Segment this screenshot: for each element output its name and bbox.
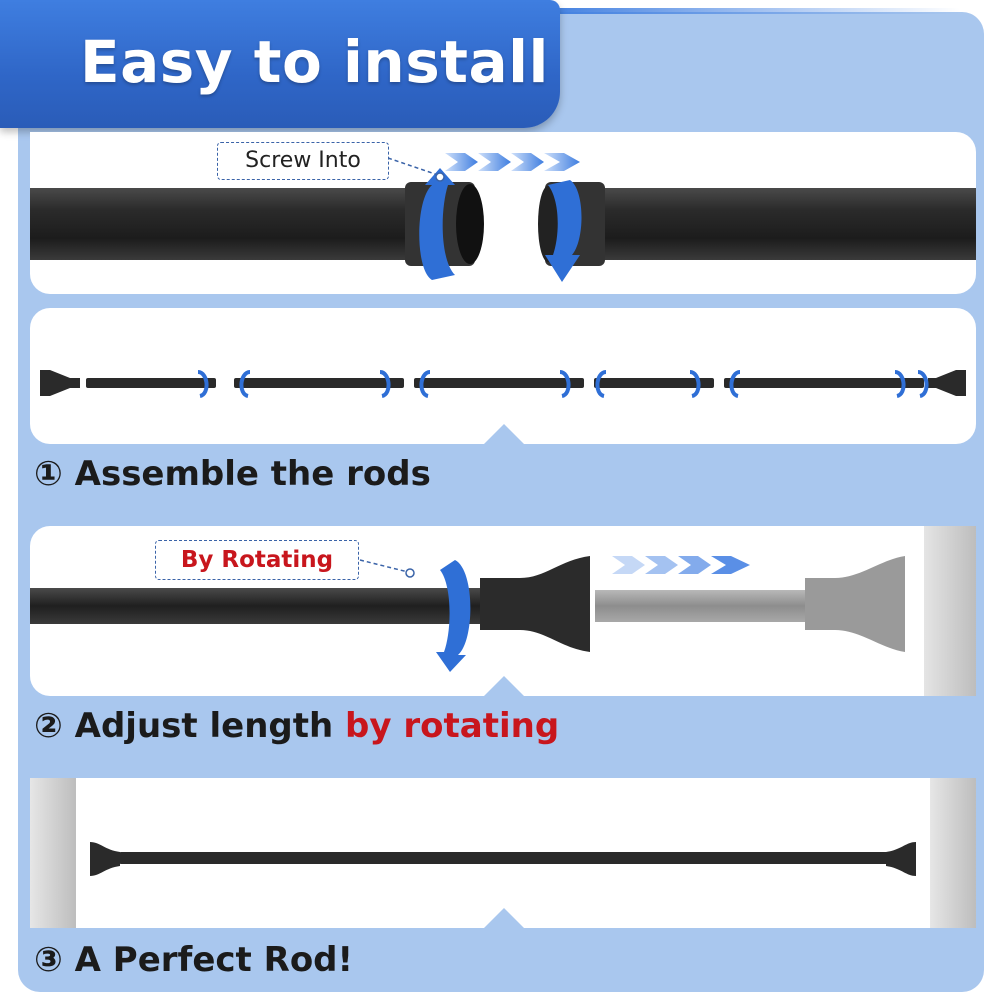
step-1-label: ① Assemble the rods [34,454,431,494]
screw-into-callout: Screw Into [217,142,389,180]
assemble-panel [30,308,976,444]
step-3-label: ③ A Perfect Rod! [34,940,353,980]
end-cap-dark [480,556,590,652]
direction-chevrons-icon [445,153,580,171]
rod-segment-3 [414,378,584,388]
result-rod [118,852,904,864]
rotate-arrow-icon [436,560,471,672]
rod-segment-1 [86,378,216,388]
step-2-label: ② Adjust length by rotating [34,706,559,746]
result-cap-left [90,842,120,876]
rod-right-end [538,186,558,262]
rod-main [30,588,490,624]
end-cap-right [928,370,966,396]
adjust-illustration [30,526,976,696]
wall-left [30,778,76,928]
wall-right [922,526,976,696]
rod-segment-2 [234,378,404,388]
rod-left [30,188,410,260]
by-rotating-callout: By Rotating [155,540,359,580]
step-3-number: ③ [34,940,63,980]
title-stripe [540,8,960,14]
rotate-arrow-up-icon [419,168,455,280]
title-banner [0,0,560,128]
screw-illustration [30,153,976,282]
end-cap-left [40,370,80,396]
step-1-number: ① [34,454,63,494]
wall-right-2 [930,778,976,928]
step-2-highlight: by rotating [345,706,560,746]
rod-right [600,188,976,260]
assemble-notch [482,424,526,446]
result-cap-right [886,842,916,876]
page-title: Easy to install [80,28,549,96]
step-1-text: Assemble the rods [74,454,431,494]
step-2-number: ② [34,706,63,746]
rod-left-end [456,184,484,264]
result-notch [482,908,526,930]
small-rotate-arrows-icon [197,370,929,398]
rod-segment-4 [594,378,714,388]
rod-segment-5 [724,378,924,388]
rotate-arrow-down-icon [545,180,582,282]
result-illustration [30,778,976,928]
step-2-text: Adjust length [74,706,334,746]
end-cap-ghost [805,556,905,652]
adjust-notch [482,676,526,698]
direction-chevrons-icon-2 [612,556,750,574]
assemble-illustration [40,370,966,398]
rod-extension-ghost [595,590,810,622]
step-3-text: A Perfect Rod! [74,940,354,980]
